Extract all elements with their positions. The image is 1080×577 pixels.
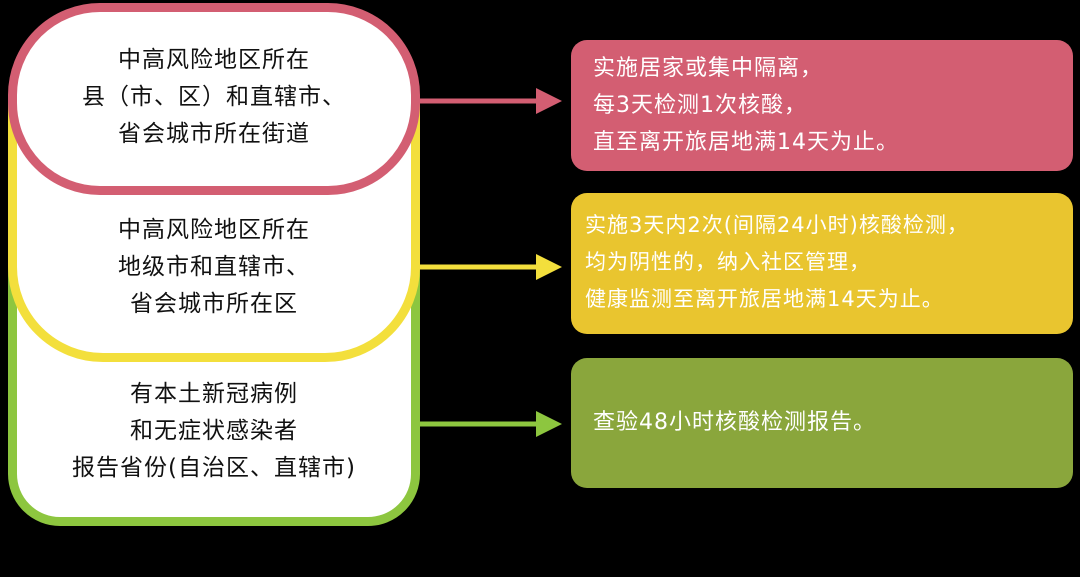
result-line: 均为阴性的，纳入社区管理，: [585, 250, 871, 274]
condition-line: 和无症状感染者: [130, 418, 298, 444]
result-line: 每3天检测1次核酸，: [593, 93, 807, 118]
arrow-yellow-icon: [412, 254, 562, 280]
arrow-red-icon: [412, 88, 562, 114]
condition-line: 地级市和直辖市、: [118, 254, 310, 280]
condition-text-red: 中高风险地区所在 县（市、区）和直辖市、 省会城市所在街道: [8, 42, 420, 153]
result-line: 实施居家或集中隔离，: [593, 56, 824, 81]
condition-line: 省会城市所在区: [130, 291, 298, 317]
condition-line: 中高风险地区所在: [118, 217, 310, 243]
result-box-yellow: 实施3天内2次(间隔24小时)核酸检测， 均为阴性的，纳入社区管理， 健康监测至…: [571, 193, 1073, 334]
result-line: 实施3天内2次(间隔24小时)核酸检测，: [585, 213, 969, 237]
condition-text-yellow: 中高风险地区所在 地级市和直辖市、 省会城市所在区: [8, 212, 420, 323]
result-box-red: 实施居家或集中隔离， 每3天检测1次核酸， 直至离开旅居地满14天为止。: [571, 40, 1073, 171]
condition-line: 县（市、区）和直辖市、: [82, 84, 346, 110]
result-line: 健康监测至离开旅居地满14天为止。: [585, 287, 944, 311]
condition-line: 有本土新冠病例: [130, 381, 298, 407]
condition-line: 省会城市所在街道: [118, 121, 310, 147]
result-line: 查验48小时核酸检测报告。: [593, 410, 876, 435]
result-line: 直至离开旅居地满14天为止。: [593, 130, 899, 155]
condition-line: 中高风险地区所在: [118, 47, 310, 73]
arrow-green-icon: [412, 411, 562, 437]
condition-text-green: 有本土新冠病例 和无症状感染者 报告省份(自治区、直辖市): [8, 376, 420, 487]
condition-box-red: [8, 3, 420, 195]
condition-line: 报告省份(自治区、直辖市): [72, 455, 356, 481]
result-box-green: 查验48小时核酸检测报告。: [571, 358, 1073, 488]
